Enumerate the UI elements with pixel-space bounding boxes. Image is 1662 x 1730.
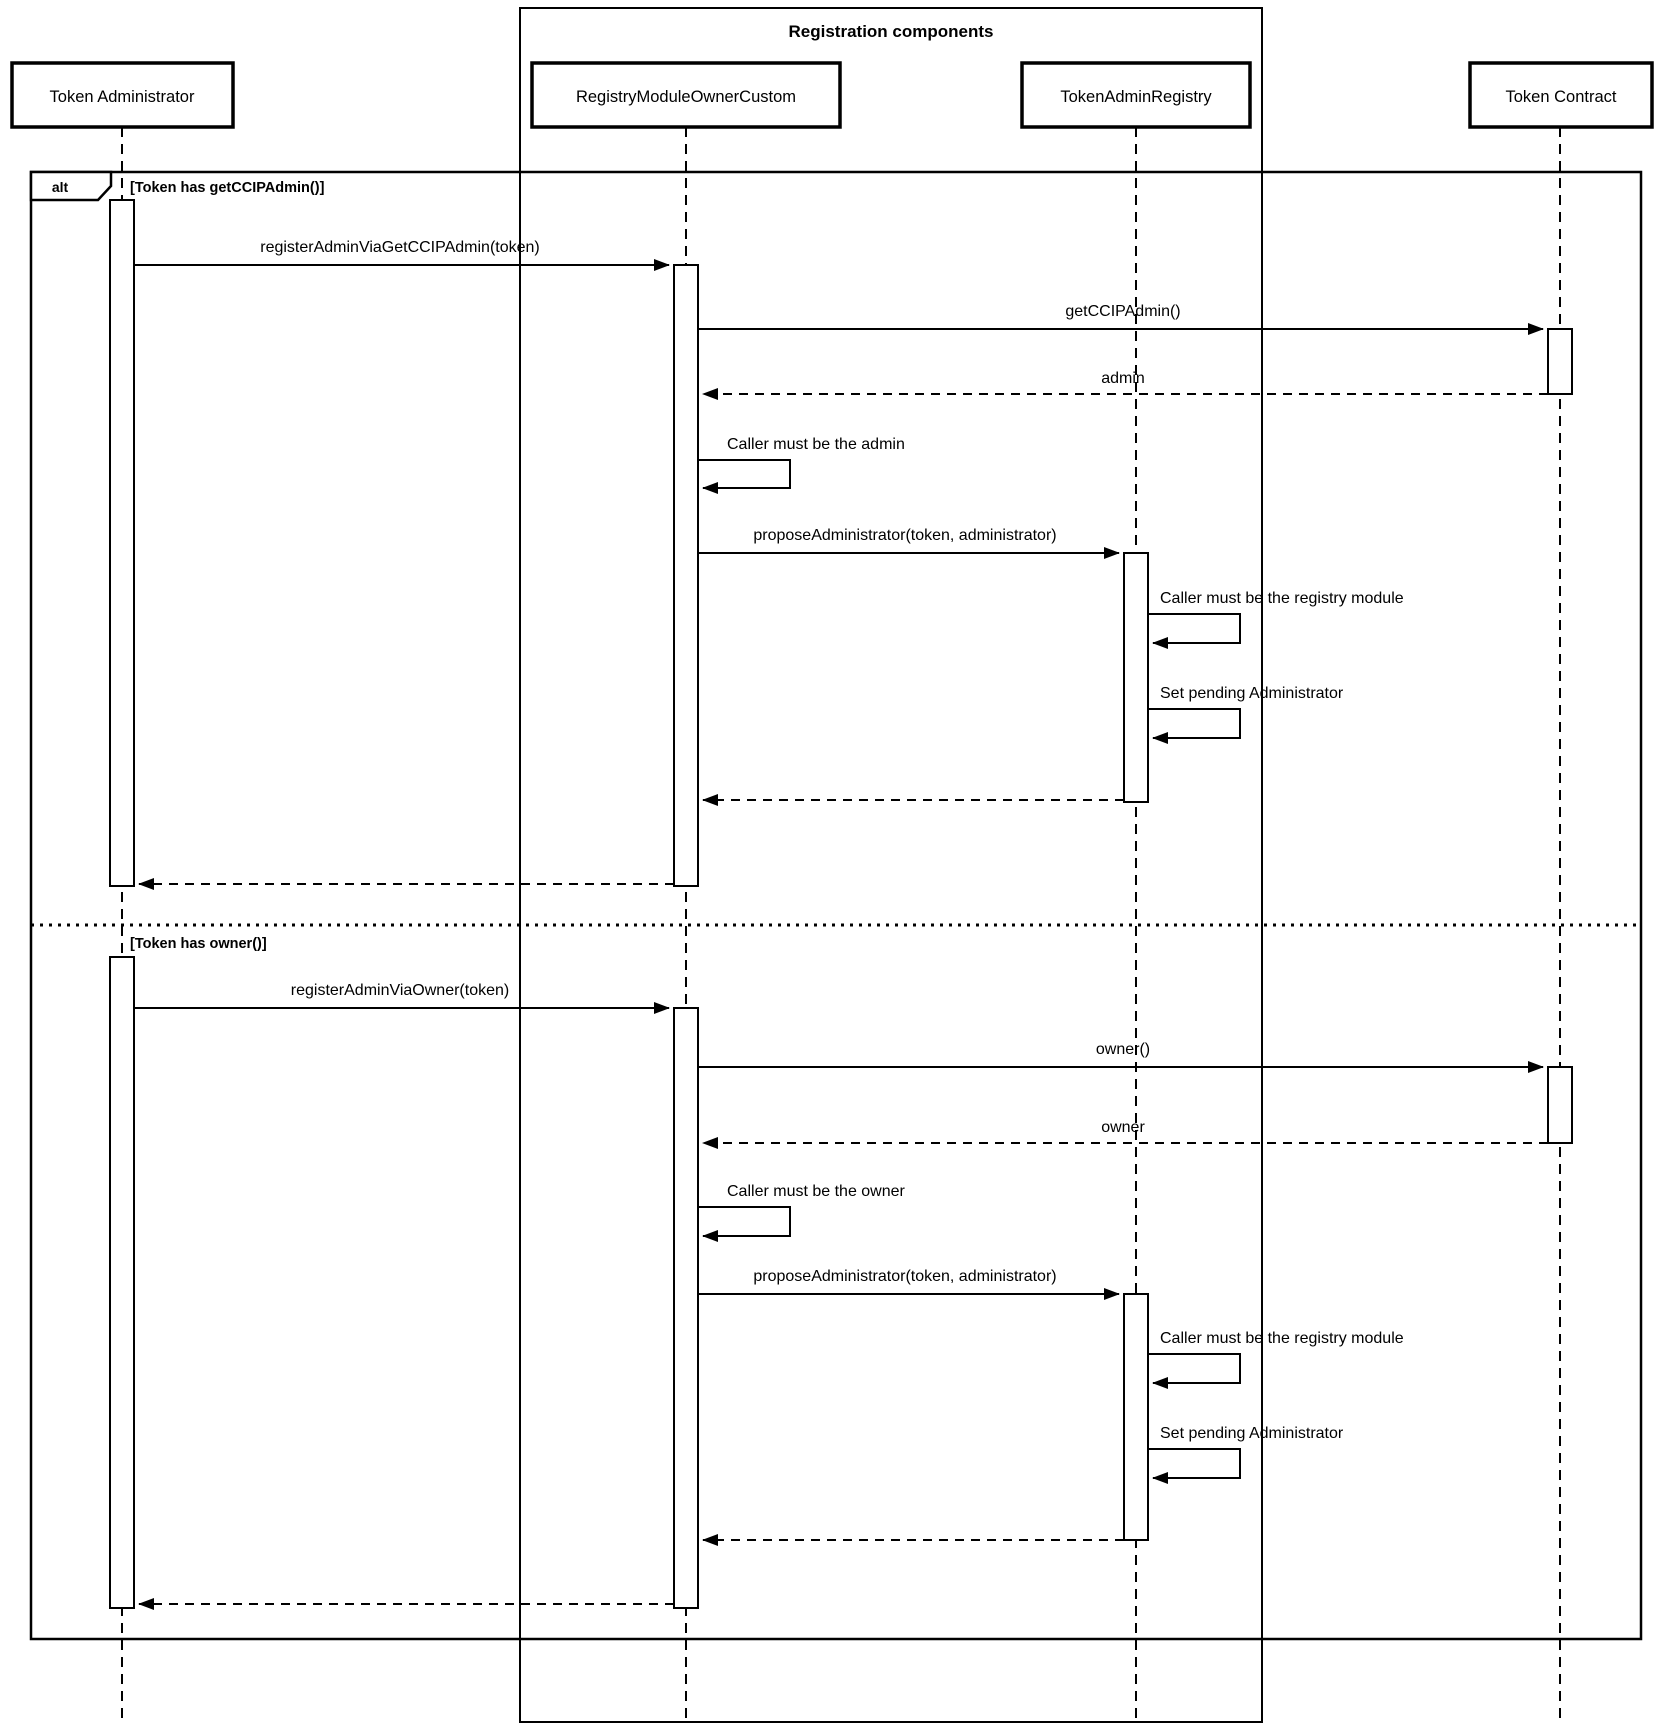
return-label: owner — [1101, 1119, 1145, 1136]
self-message-line — [1148, 1353, 1241, 1389]
participant-label: TokenAdminRegistry — [1060, 88, 1212, 106]
band-title: Registration components — [789, 22, 994, 41]
message-label: getCCIPAdmin() — [1065, 303, 1180, 320]
self-message-label: Caller must be the owner — [727, 1183, 906, 1200]
return-admin: admin — [702, 370, 1548, 400]
activation-token-admin-registry-1 — [1123, 552, 1149, 803]
participant-box — [1020, 61, 1252, 129]
alt-operator-label: alt — [52, 179, 69, 195]
alt-frame — [29, 170, 1643, 1641]
return-label: admin — [1101, 370, 1145, 387]
activation-token-administrator-1 — [109, 199, 135, 887]
activation-registry-module-2 — [673, 1007, 699, 1609]
alt-operator-pentagon — [29, 170, 113, 202]
self-message-line — [1148, 1448, 1241, 1484]
participant-box — [530, 61, 842, 129]
activation-token-contract-1 — [1547, 328, 1573, 395]
self-message-label: Set pending Administrator — [1160, 685, 1344, 702]
message-label: registerAdminViaGetCCIPAdmin(token) — [260, 239, 540, 256]
message-label: registerAdminViaOwner(token) — [291, 982, 509, 999]
participant-registry-module-owner-custom: RegistryModuleOwnerCustom — [530, 61, 842, 129]
participant-label: RegistryModuleOwnerCustom — [576, 88, 796, 106]
self-message-caller-must-be-admin: Caller must be the admin — [698, 436, 905, 494]
message-label: proposeAdministrator(token, administrato… — [753, 527, 1056, 544]
message-register-admin-via-owner: registerAdminViaOwner(token) — [134, 982, 670, 1014]
self-message-line — [1148, 708, 1241, 744]
self-message-label: Set pending Administrator — [1160, 1425, 1344, 1442]
activation-token-admin-registry-2 — [1123, 1293, 1149, 1541]
message-register-admin-via-getccipadmin: registerAdminViaGetCCIPAdmin(token) — [134, 239, 670, 271]
participant-label: Token Administrator — [50, 88, 195, 106]
self-message-set-pending-administrator-2: Set pending Administrator — [1148, 1425, 1344, 1484]
self-message-label: Caller must be the registry module — [1160, 590, 1404, 607]
participant-token-administrator: Token Administrator — [10, 61, 235, 129]
guard-token-has-getccipadmin: [Token has getCCIPAdmin()] — [130, 180, 325, 196]
participant-token-admin-registry: TokenAdminRegistry — [1020, 61, 1252, 129]
message-get-ccip-admin: getCCIPAdmin() — [698, 303, 1544, 335]
self-message-caller-must-be-registry-2: Caller must be the registry module — [1148, 1330, 1404, 1389]
participant-token-contract: Token Contract — [1468, 61, 1654, 129]
message-label: proposeAdministrator(token, administrato… — [753, 1268, 1056, 1285]
self-message-line — [1148, 613, 1241, 649]
guard-token-has-owner: [Token has owner()] — [130, 936, 267, 952]
participant-label: Token Contract — [1506, 88, 1617, 106]
return-owner: owner — [702, 1119, 1548, 1149]
registration-components-band — [519, 7, 1263, 1723]
message-propose-administrator-2: proposeAdministrator(token, administrato… — [698, 1268, 1120, 1300]
activation-token-contract-2 — [1547, 1066, 1573, 1144]
message-propose-administrator-1: proposeAdministrator(token, administrato… — [698, 527, 1120, 559]
participant-box — [1468, 61, 1654, 129]
activation-registry-module-1 — [673, 264, 699, 887]
self-message-caller-must-be-owner: Caller must be the owner — [698, 1183, 906, 1242]
message-owner: owner() — [698, 1041, 1544, 1073]
message-label: owner() — [1096, 1041, 1150, 1058]
self-message-label: Caller must be the registry module — [1160, 1330, 1404, 1347]
self-message-label: Caller must be the admin — [727, 436, 905, 453]
self-message-line — [698, 459, 791, 494]
activation-token-administrator-2 — [109, 956, 135, 1609]
participant-box — [10, 61, 235, 129]
self-message-line — [698, 1206, 791, 1242]
self-message-caller-must-be-registry-1: Caller must be the registry module — [1148, 590, 1404, 649]
self-message-set-pending-administrator-1: Set pending Administrator — [1148, 685, 1344, 744]
